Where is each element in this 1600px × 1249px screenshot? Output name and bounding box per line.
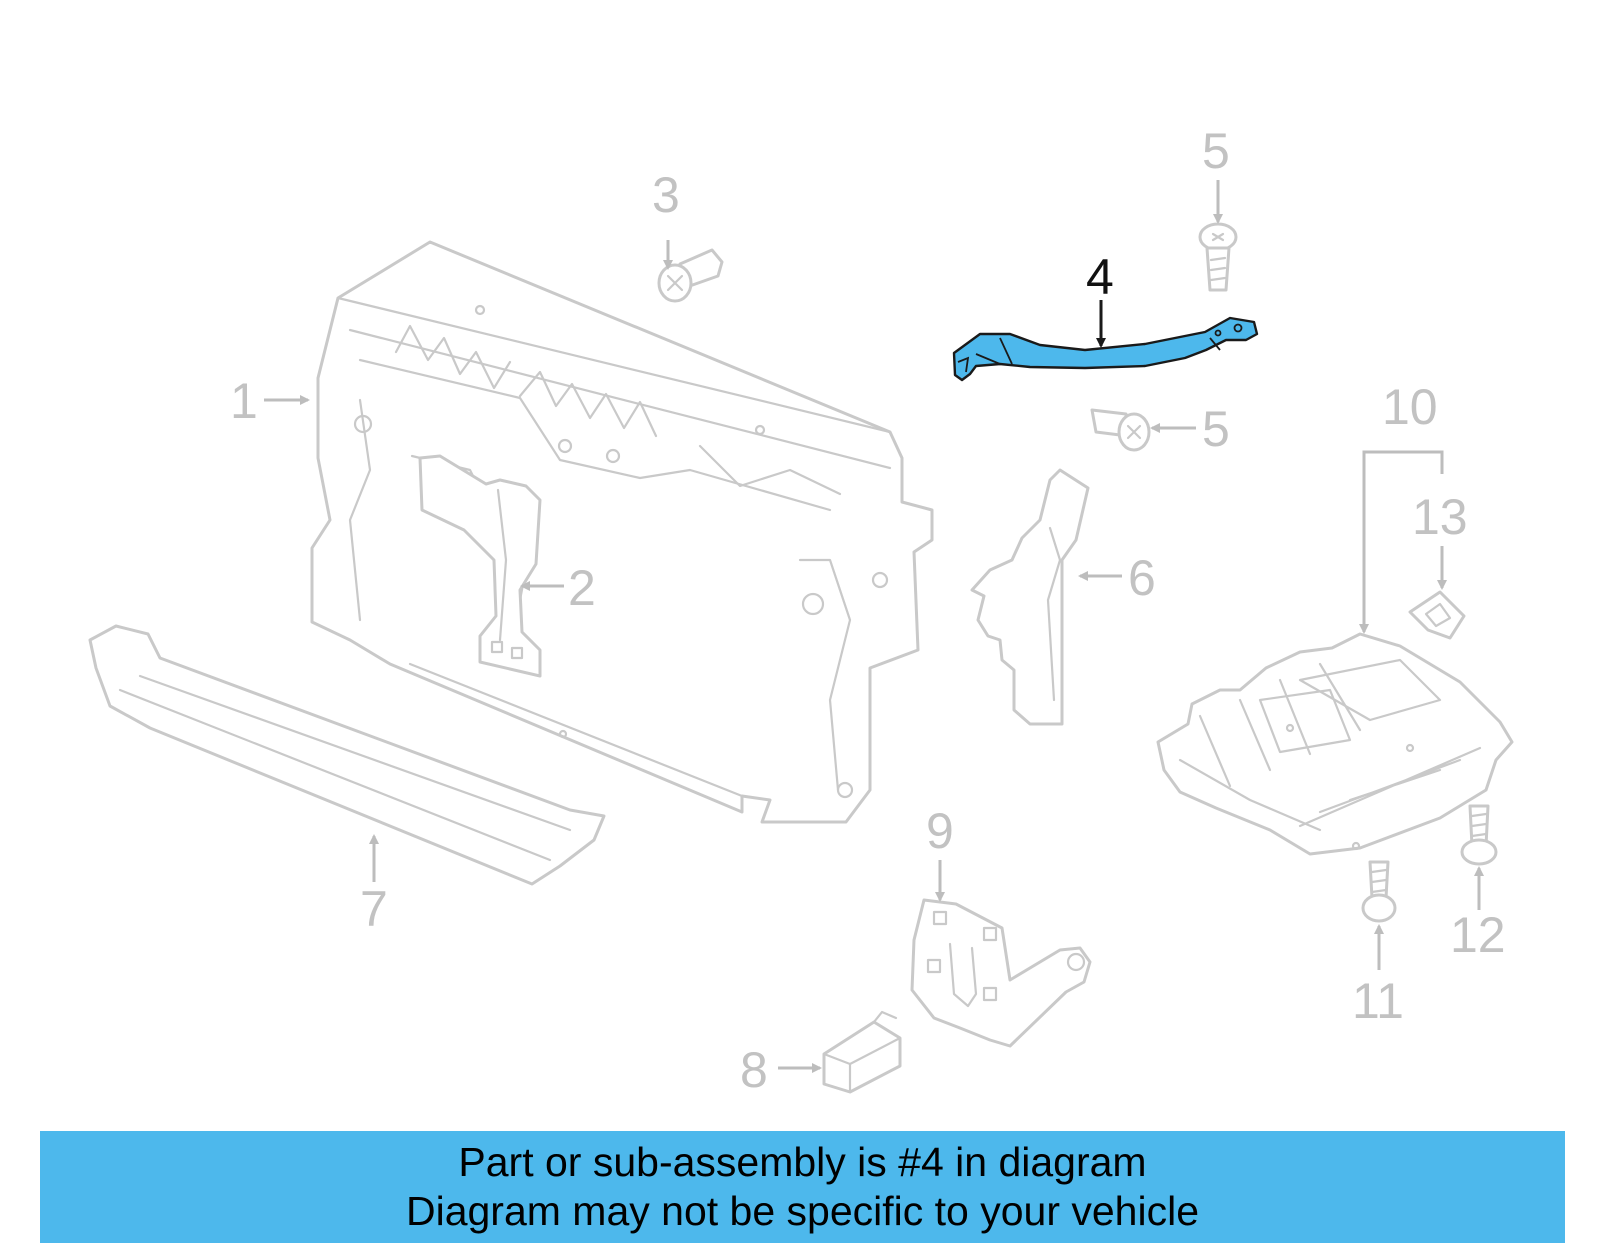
callout-6[interactable]: 6 bbox=[1128, 550, 1156, 606]
banner-line-part-number: Part or sub-assembly is #4 in diagram bbox=[458, 1139, 1147, 1185]
callout-7[interactable]: 7 bbox=[360, 881, 388, 937]
part-4-bracket[interactable] bbox=[952, 316, 1259, 382]
part-1-radiator-support[interactable] bbox=[310, 240, 934, 824]
callout-2[interactable]: 2 bbox=[568, 560, 596, 616]
parts-diagram: 1 2 3 4 5 5 6 7 8 9 10 11 12 13 bbox=[88, 123, 1514, 1098]
part-10-engine-shield[interactable] bbox=[1156, 632, 1514, 856]
callout-3[interactable]: 3 bbox=[652, 167, 680, 223]
part-5-bolt-upper[interactable] bbox=[1198, 222, 1238, 292]
info-banner: Part or sub-assembly is #4 in diagram Di… bbox=[40, 1131, 1565, 1243]
part-3-bolt[interactable] bbox=[657, 248, 724, 303]
callout-labels: 1 2 3 4 5 5 6 7 8 9 10 11 12 13 bbox=[230, 123, 1506, 1098]
part-2-center-bracket[interactable] bbox=[418, 454, 542, 678]
part-6-side-bracket[interactable] bbox=[970, 468, 1090, 726]
callout-12[interactable]: 12 bbox=[1450, 907, 1506, 963]
callout-4[interactable]: 4 bbox=[1086, 249, 1114, 305]
callout-10[interactable]: 10 bbox=[1382, 379, 1438, 435]
callout-11[interactable]: 11 bbox=[1352, 973, 1404, 1029]
callout-13[interactable]: 13 bbox=[1412, 489, 1468, 545]
callout-9[interactable]: 9 bbox=[926, 803, 954, 859]
part-11-bolt[interactable] bbox=[1361, 860, 1397, 923]
part-12-bolt[interactable] bbox=[1460, 804, 1498, 866]
leader-lines bbox=[264, 180, 1484, 1073]
callout-8[interactable]: 8 bbox=[740, 1042, 768, 1098]
part-7-lower-crossmember[interactable] bbox=[88, 624, 606, 886]
part-8-sensor[interactable] bbox=[822, 1010, 902, 1094]
part-13-clip-nut[interactable] bbox=[1408, 590, 1466, 640]
callout-5-upper[interactable]: 5 bbox=[1202, 123, 1230, 179]
callout-1[interactable]: 1 bbox=[230, 373, 258, 429]
part-9-bracket[interactable] bbox=[910, 898, 1092, 1048]
part-5-bolt-lower[interactable] bbox=[1090, 408, 1151, 452]
callout-5-lower[interactable]: 5 bbox=[1202, 401, 1230, 457]
banner-line-disclaimer: Diagram may not be specific to your vehi… bbox=[405, 1188, 1199, 1234]
